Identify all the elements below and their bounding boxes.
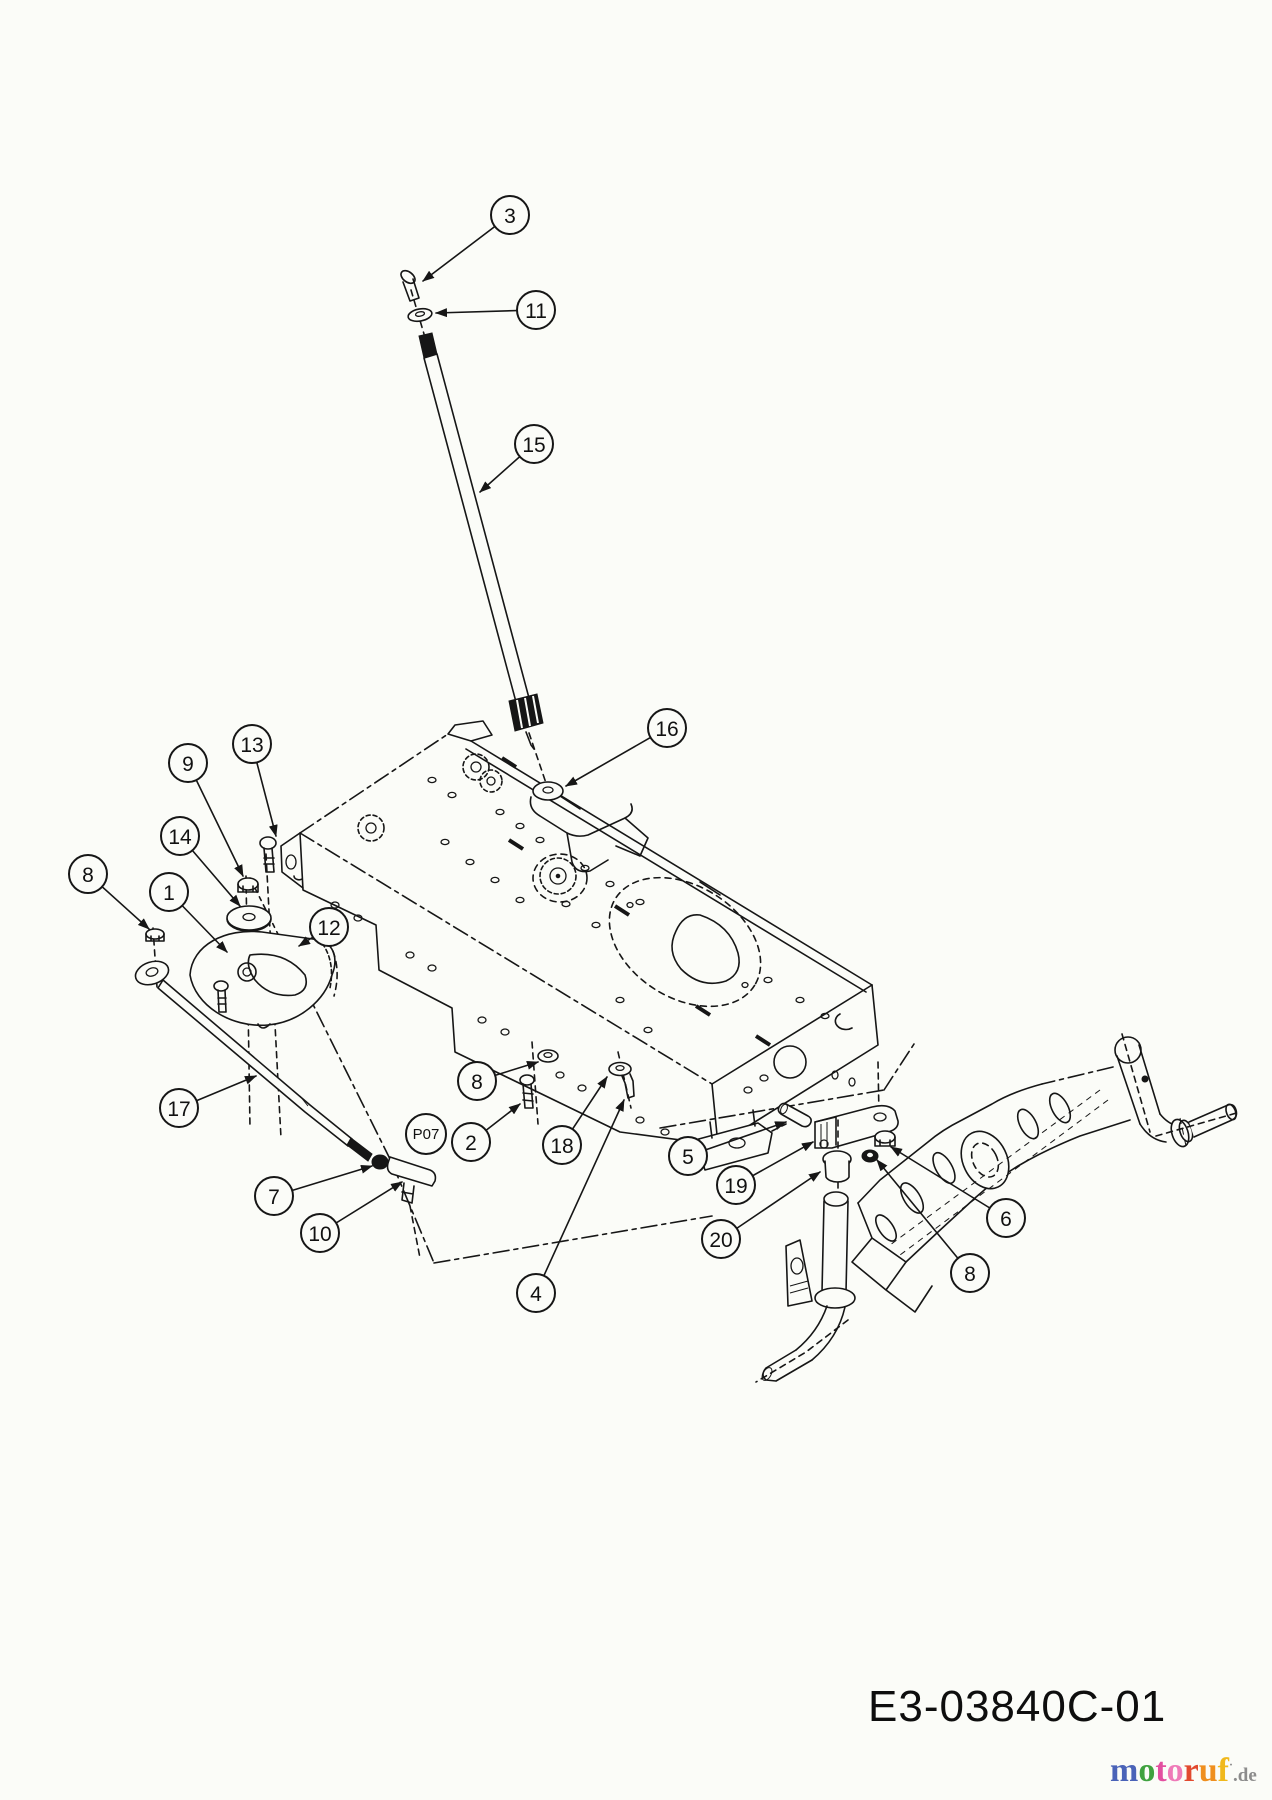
svg-text:P07: P07 [413,1126,440,1143]
callout-10: 10 [300,1181,403,1253]
callout-12: 12 [298,907,349,947]
logo-mark: · [1229,1757,1234,1772]
svg-text:2: 2 [465,1132,477,1155]
frame-plate [249,720,915,1264]
svg-text:8: 8 [82,864,94,887]
svg-text:8: 8 [471,1071,483,1094]
callout-13: 13 [232,724,278,837]
callout-8-bottom: 8 [876,1159,990,1293]
callout-18: 18 [542,1076,608,1165]
callout-11: 11 [435,290,556,330]
callouts: 3 11 15 16 13 9 14 [68,195,1026,1313]
svg-text:10: 10 [308,1223,331,1246]
drawing-number: E3-03840C-01 [868,1682,1167,1731]
svg-text:7: 7 [268,1186,280,1209]
callout-5: 5 [668,1121,787,1176]
motoruf-logo: motoruf·.de [1110,1754,1257,1788]
svg-text:12: 12 [317,917,340,940]
callout-8-mid: 8 [457,1060,539,1101]
svg-text:5: 5 [682,1146,694,1169]
callout-15: 15 [479,424,554,493]
callout-7: 7 [254,1164,373,1216]
callout-1: 1 [149,872,228,953]
callout-6: 6 [890,1146,1026,1238]
drag-link-group [134,960,437,1259]
svg-text:17: 17 [167,1098,190,1121]
svg-text:18: 18 [550,1135,573,1158]
svg-text:11: 11 [525,300,547,323]
svg-text:20: 20 [709,1229,732,1252]
svg-text:6: 6 [1000,1208,1012,1231]
steering-shaft-group [400,269,548,787]
middle-fasteners-group [519,1041,635,1125]
svg-text:1: 1 [163,882,175,905]
callout-8-left: 8 [68,854,150,930]
svg-text:15: 15 [522,434,545,457]
callout-4: 4 [516,1099,625,1313]
svg-text:16: 16 [655,718,678,741]
svg-text:19: 19 [724,1175,747,1198]
callout-19: 19 [716,1141,814,1205]
callout-17: 17 [159,1075,257,1128]
svg-text:9: 9 [182,753,194,776]
svg-text:3: 3 [504,205,516,228]
front-axle-group [755,1033,1241,1383]
callout-2: 2 [451,1103,521,1162]
callout-9: 9 [168,743,244,877]
logo-word: motoruf [1110,1752,1229,1789]
callout-20: 20 [701,1171,821,1259]
svg-text:14: 14 [168,826,192,849]
callout-14: 14 [160,816,241,907]
logo-suffix: .de [1233,1765,1257,1786]
svg-text:8: 8 [964,1263,976,1286]
svg-text:13: 13 [240,734,263,757]
svg-text:4: 4 [530,1283,542,1306]
callout-16: 16 [565,708,687,787]
callout-3: 3 [422,195,530,282]
label-p07: P07 [405,1113,447,1155]
